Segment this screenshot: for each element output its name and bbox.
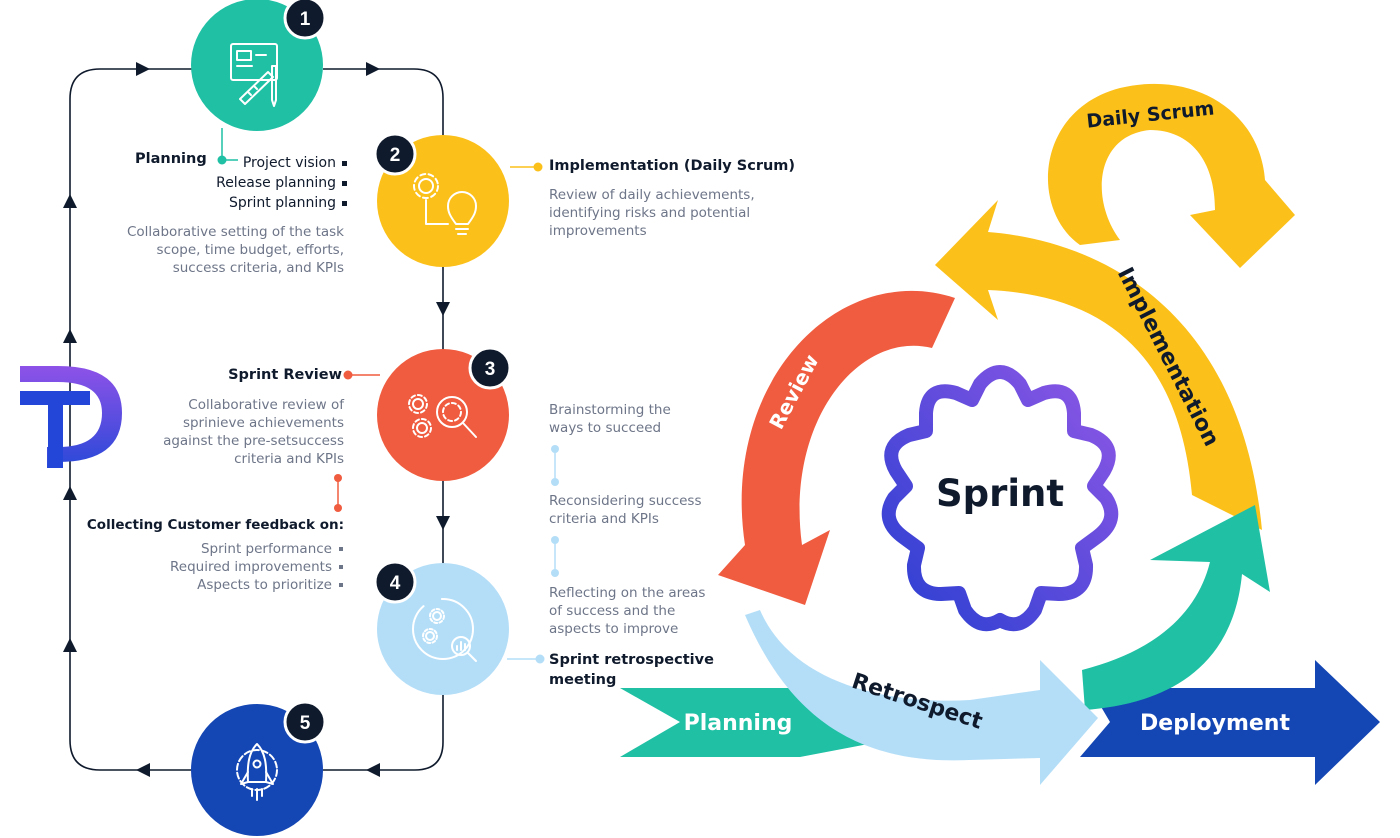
connectors [221, 128, 556, 660]
teal-arrow [1082, 505, 1270, 710]
step-number-4: 4 [390, 573, 401, 594]
planning-description: Collaborative setting of the task scope,… [126, 224, 344, 276]
planning-title: Planning [135, 151, 207, 167]
retro-point: Brainstorming the ways to succeed [549, 402, 671, 436]
step-number-2: 2 [390, 145, 401, 166]
planning-item: Sprint planning [160, 193, 347, 213]
step-number-1: 1 [300, 9, 311, 30]
daily-scrum-loop-arrow [1047, 83, 1295, 268]
sprint-gear [881, 365, 1119, 632]
tp-logo [20, 366, 122, 468]
connector-dots [217, 155, 559, 664]
flow-loop [69, 68, 444, 771]
implementation-description: Review of daily achievements, identifyin… [549, 187, 755, 239]
step-circle-5: 5 [191, 700, 327, 836]
feedback-item: Aspects to prioritize [130, 576, 343, 594]
gear-analytics-icon [412, 598, 477, 662]
retro-point: Reflecting on the areas of success and t… [549, 585, 706, 637]
planning-items: Project vision Release planning Sprint p… [160, 153, 347, 213]
daily-scrum-gear-bulb-icon [1118, 164, 1183, 231]
step-number-5: 5 [300, 713, 311, 734]
rocket-icon [236, 743, 278, 801]
implementation-title: Implementation (Daily Scrum) [549, 158, 796, 174]
sprint-review-description: Collaborative review of sprinieve achiev… [163, 397, 344, 467]
gear-magnifier-icon [408, 394, 477, 438]
step-number-3: 3 [485, 359, 496, 380]
retrospect-arrow [745, 610, 1098, 785]
feedback-item: Required improvements [130, 558, 343, 576]
retro-point: Reconsidering success criteria and KPIs [549, 493, 702, 527]
review-arrow [718, 290, 955, 605]
sprint-center-label: Sprint [936, 472, 1064, 515]
step-circle-3: 3 [377, 346, 512, 481]
retrospective-title: Sprint retrospective meeting [549, 652, 714, 688]
feedback-items: Sprint performance Required improvements… [130, 540, 343, 594]
step-circle-2: 2 [373, 132, 509, 267]
feedback-item: Sprint performance [130, 540, 343, 558]
step-circle-1: 1 [191, 0, 327, 131]
deployment-label: Deployment [1140, 711, 1290, 736]
planning-item: Release planning [160, 173, 347, 193]
planning-band-label: Planning [684, 711, 793, 736]
flow-arrowheads [63, 62, 450, 777]
planning-item: Project vision [160, 153, 347, 173]
feedback-title: Collecting Customer feedback on: [86, 517, 344, 533]
step-circle-4: 4 [373, 560, 509, 695]
blueprint-icon [230, 43, 278, 107]
gear-bulb-icon [413, 173, 477, 235]
implementation-arrow [935, 200, 1262, 530]
cycle-arrows [718, 83, 1295, 785]
sprint-review-title: Sprint Review [228, 367, 342, 383]
